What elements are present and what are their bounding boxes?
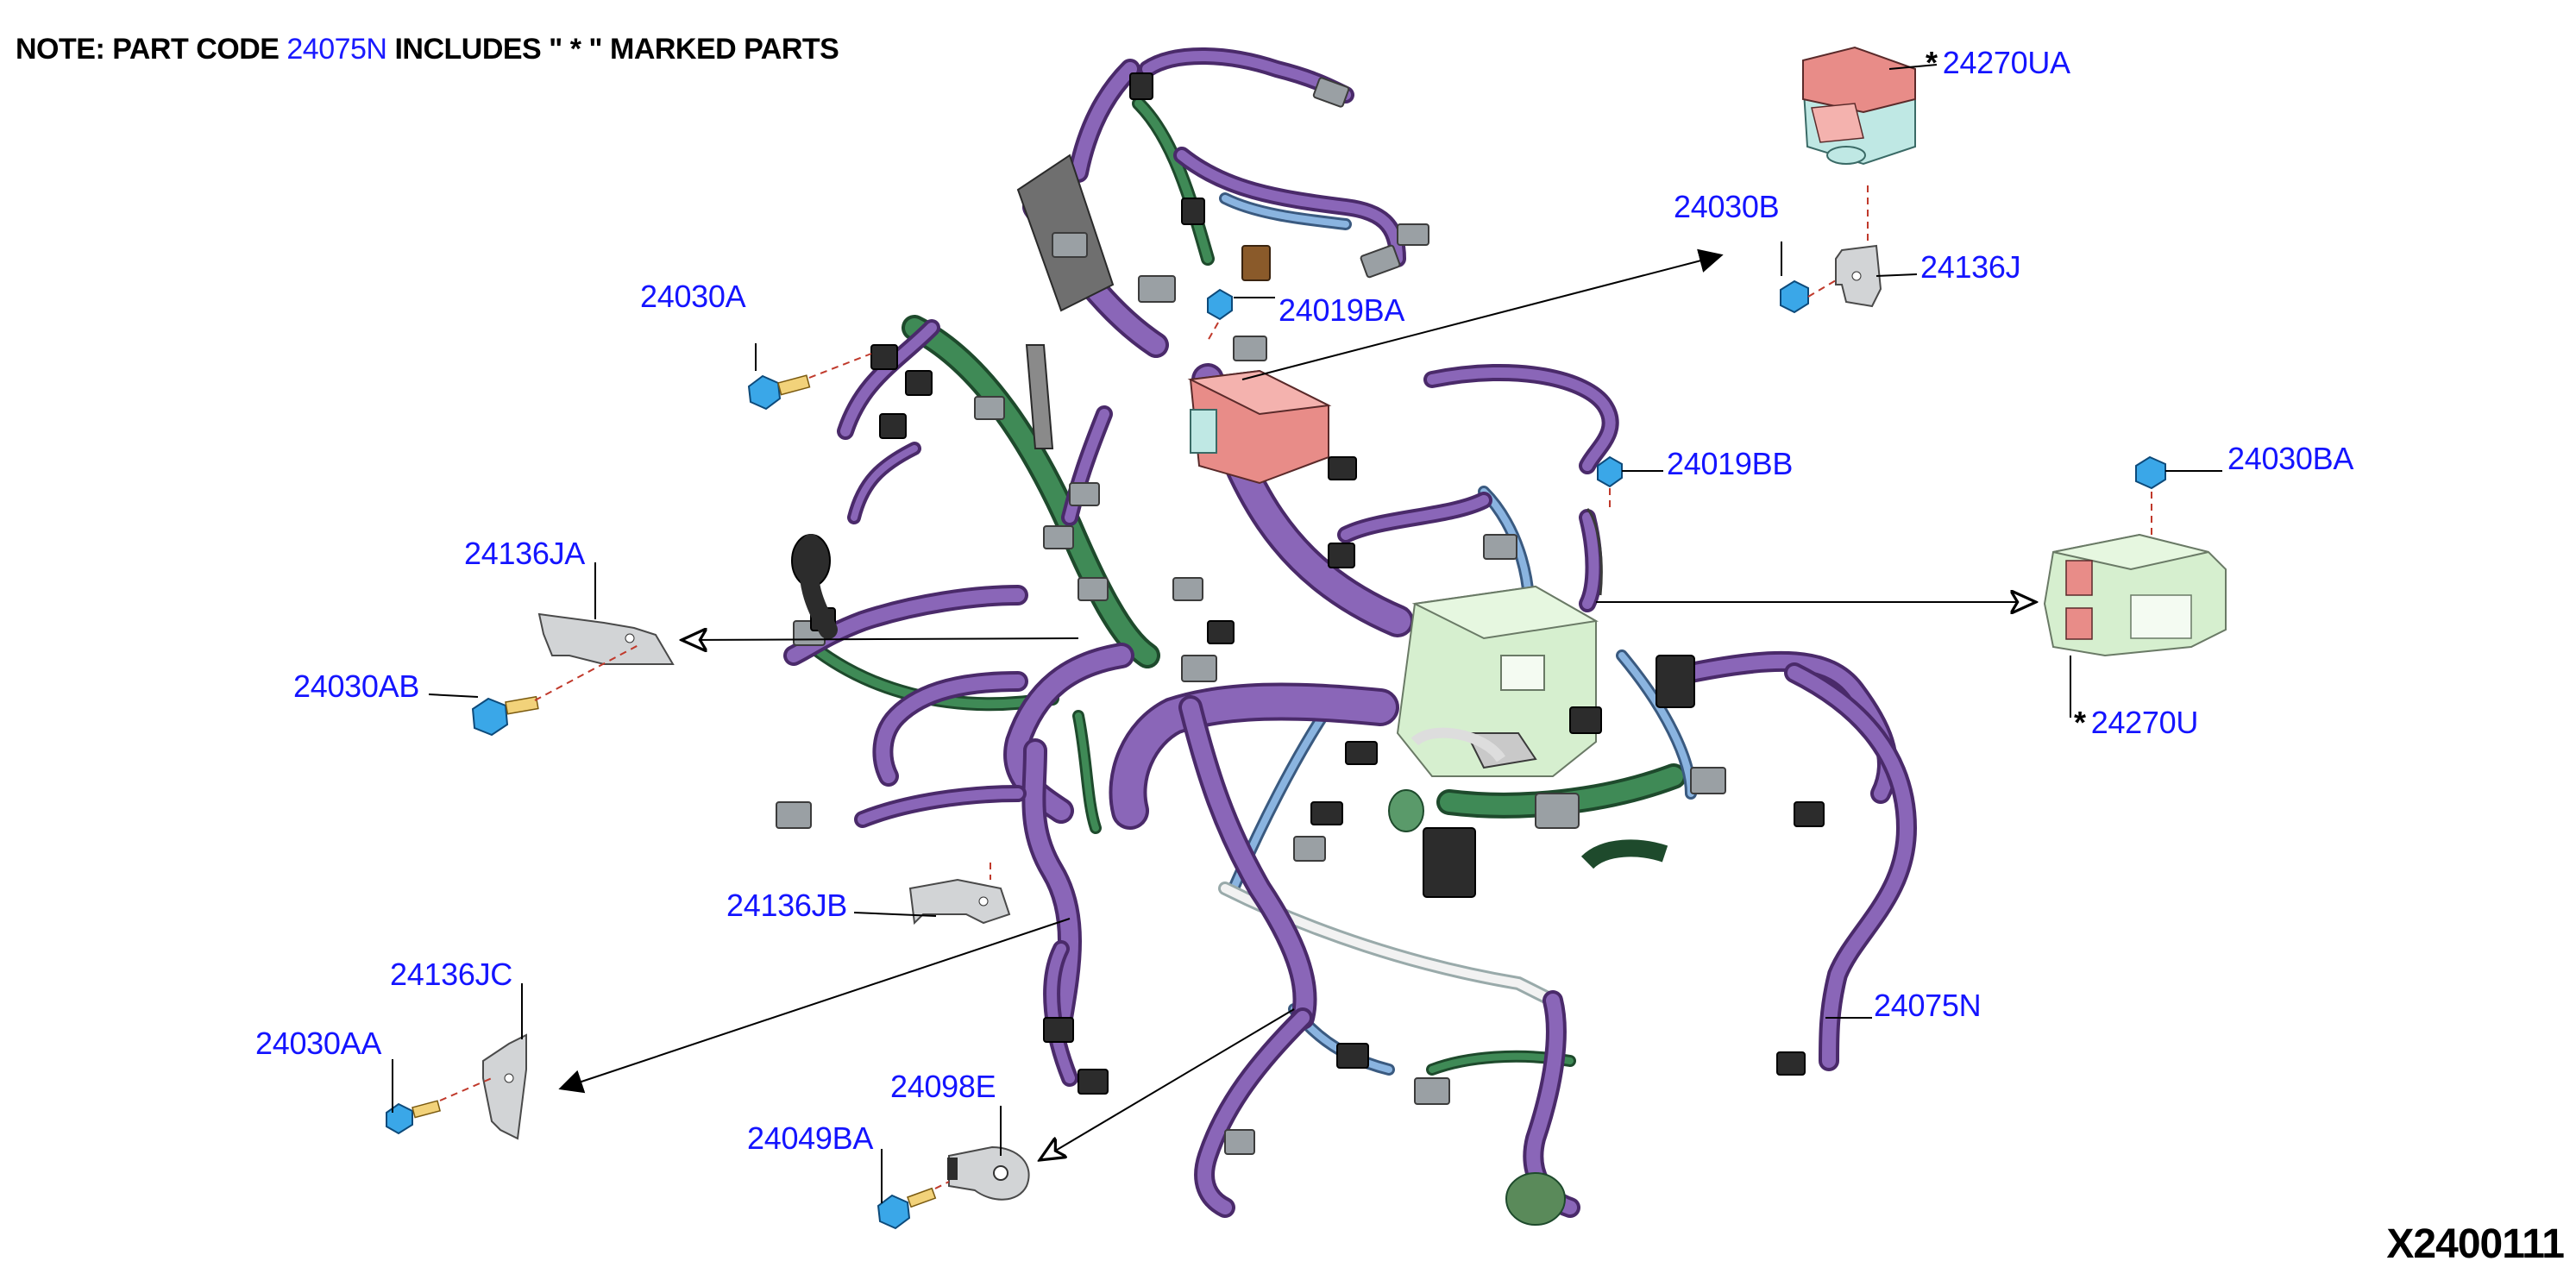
bolt-24049BA[interactable] (876, 1181, 950, 1230)
callout-text: 24030AA (255, 1026, 382, 1061)
included-part-star: * (1926, 45, 1938, 80)
callout-text: 24049BA (747, 1120, 874, 1156)
callout-text: 24030A (640, 279, 746, 314)
bolt-24030AA[interactable] (386, 1077, 493, 1135)
nut-24019BA[interactable] (1207, 288, 1233, 342)
bracket-24136JB[interactable] (908, 863, 1011, 925)
callout-24075N[interactable]: 24075N (1874, 988, 1982, 1023)
callout-text: 24136JB (726, 888, 848, 923)
included-part-star: * (2074, 705, 2086, 740)
callout-24136JA[interactable]: 24136JA (464, 538, 585, 569)
callout-text: 24019BB (1667, 446, 1794, 481)
bracket-24136JC[interactable] (482, 1033, 527, 1140)
callout-24098E[interactable]: 24098E (890, 1071, 996, 1102)
callout-text: 24030BA (2227, 441, 2354, 476)
green-wire-bundles (795, 97, 1687, 1076)
callout-24270UA[interactable]: *24270UA (1926, 47, 2070, 78)
callout-24049BA[interactable]: 24049BA (747, 1123, 873, 1154)
bolt-24030A[interactable] (747, 353, 872, 411)
diagram-reference-id: X2400111 (2386, 1221, 2565, 1267)
callout-24030BA[interactable]: 24030BA (2227, 443, 2353, 474)
callout-24136JC[interactable]: 24136JC (390, 959, 512, 990)
nut-24030BA[interactable] (2135, 455, 2166, 539)
callout-text: 24030AB (293, 668, 420, 704)
clip-24098E[interactable] (947, 1145, 1030, 1201)
callout-text: 24136JC (390, 957, 513, 992)
callout-text: 24136JA (464, 536, 586, 571)
callout-text: 24098E (890, 1069, 996, 1104)
harness-connectors (776, 72, 1825, 1226)
callout-24019BA[interactable]: 24019BA (1279, 295, 1404, 326)
bracket-24136JA[interactable] (537, 612, 675, 665)
callout-text: 24030B (1674, 189, 1780, 224)
nut-24019BB[interactable] (1586, 455, 1623, 596)
callout-24019BB[interactable]: 24019BB (1667, 449, 1793, 480)
callout-24136JB[interactable]: 24136JB (726, 890, 847, 921)
relay-box-24270UA-mounted[interactable] (1187, 369, 1332, 485)
callout-text: 24136J (1920, 249, 2021, 285)
bracket-24136J[interactable] (1835, 244, 1882, 308)
part-code-note: NOTE: PART CODE 24075N INCLUDES " * " MA… (16, 33, 839, 66)
note-part-code[interactable]: 24075N (286, 33, 387, 66)
callout-24270U[interactable]: *24270U (2074, 707, 2198, 738)
junction-block-24270U[interactable] (2043, 533, 2227, 657)
callout-text: 24270UA (1942, 45, 2070, 80)
bolt-24030AB[interactable] (471, 644, 639, 737)
callout-24030AB[interactable]: 24030AB (293, 671, 419, 702)
relay-box-24270UA[interactable] (1801, 46, 1916, 242)
callout-24030AA[interactable]: 24030AA (255, 1028, 381, 1059)
callout-text: 24019BA (1279, 292, 1405, 328)
callout-24030B[interactable]: 24030B (1674, 189, 1780, 224)
note-prefix: NOTE: PART CODE (16, 33, 280, 66)
locator-arrows (558, 248, 2036, 1160)
callout-24030A[interactable]: 24030A (640, 279, 746, 314)
main-wiring-harness[interactable] (776, 47, 1917, 1226)
purple-wire-bundles (783, 47, 1917, 1218)
note-suffix: INCLUDES " * " MARKED PARTS (394, 33, 839, 66)
callout-text: 24075N (1874, 988, 1982, 1023)
callout-24136J[interactable]: 24136J (1920, 249, 2021, 285)
leader-lines (392, 64, 2222, 1203)
callout-text: 24270U (2090, 705, 2199, 740)
bolt-24030B[interactable] (1780, 279, 1837, 314)
